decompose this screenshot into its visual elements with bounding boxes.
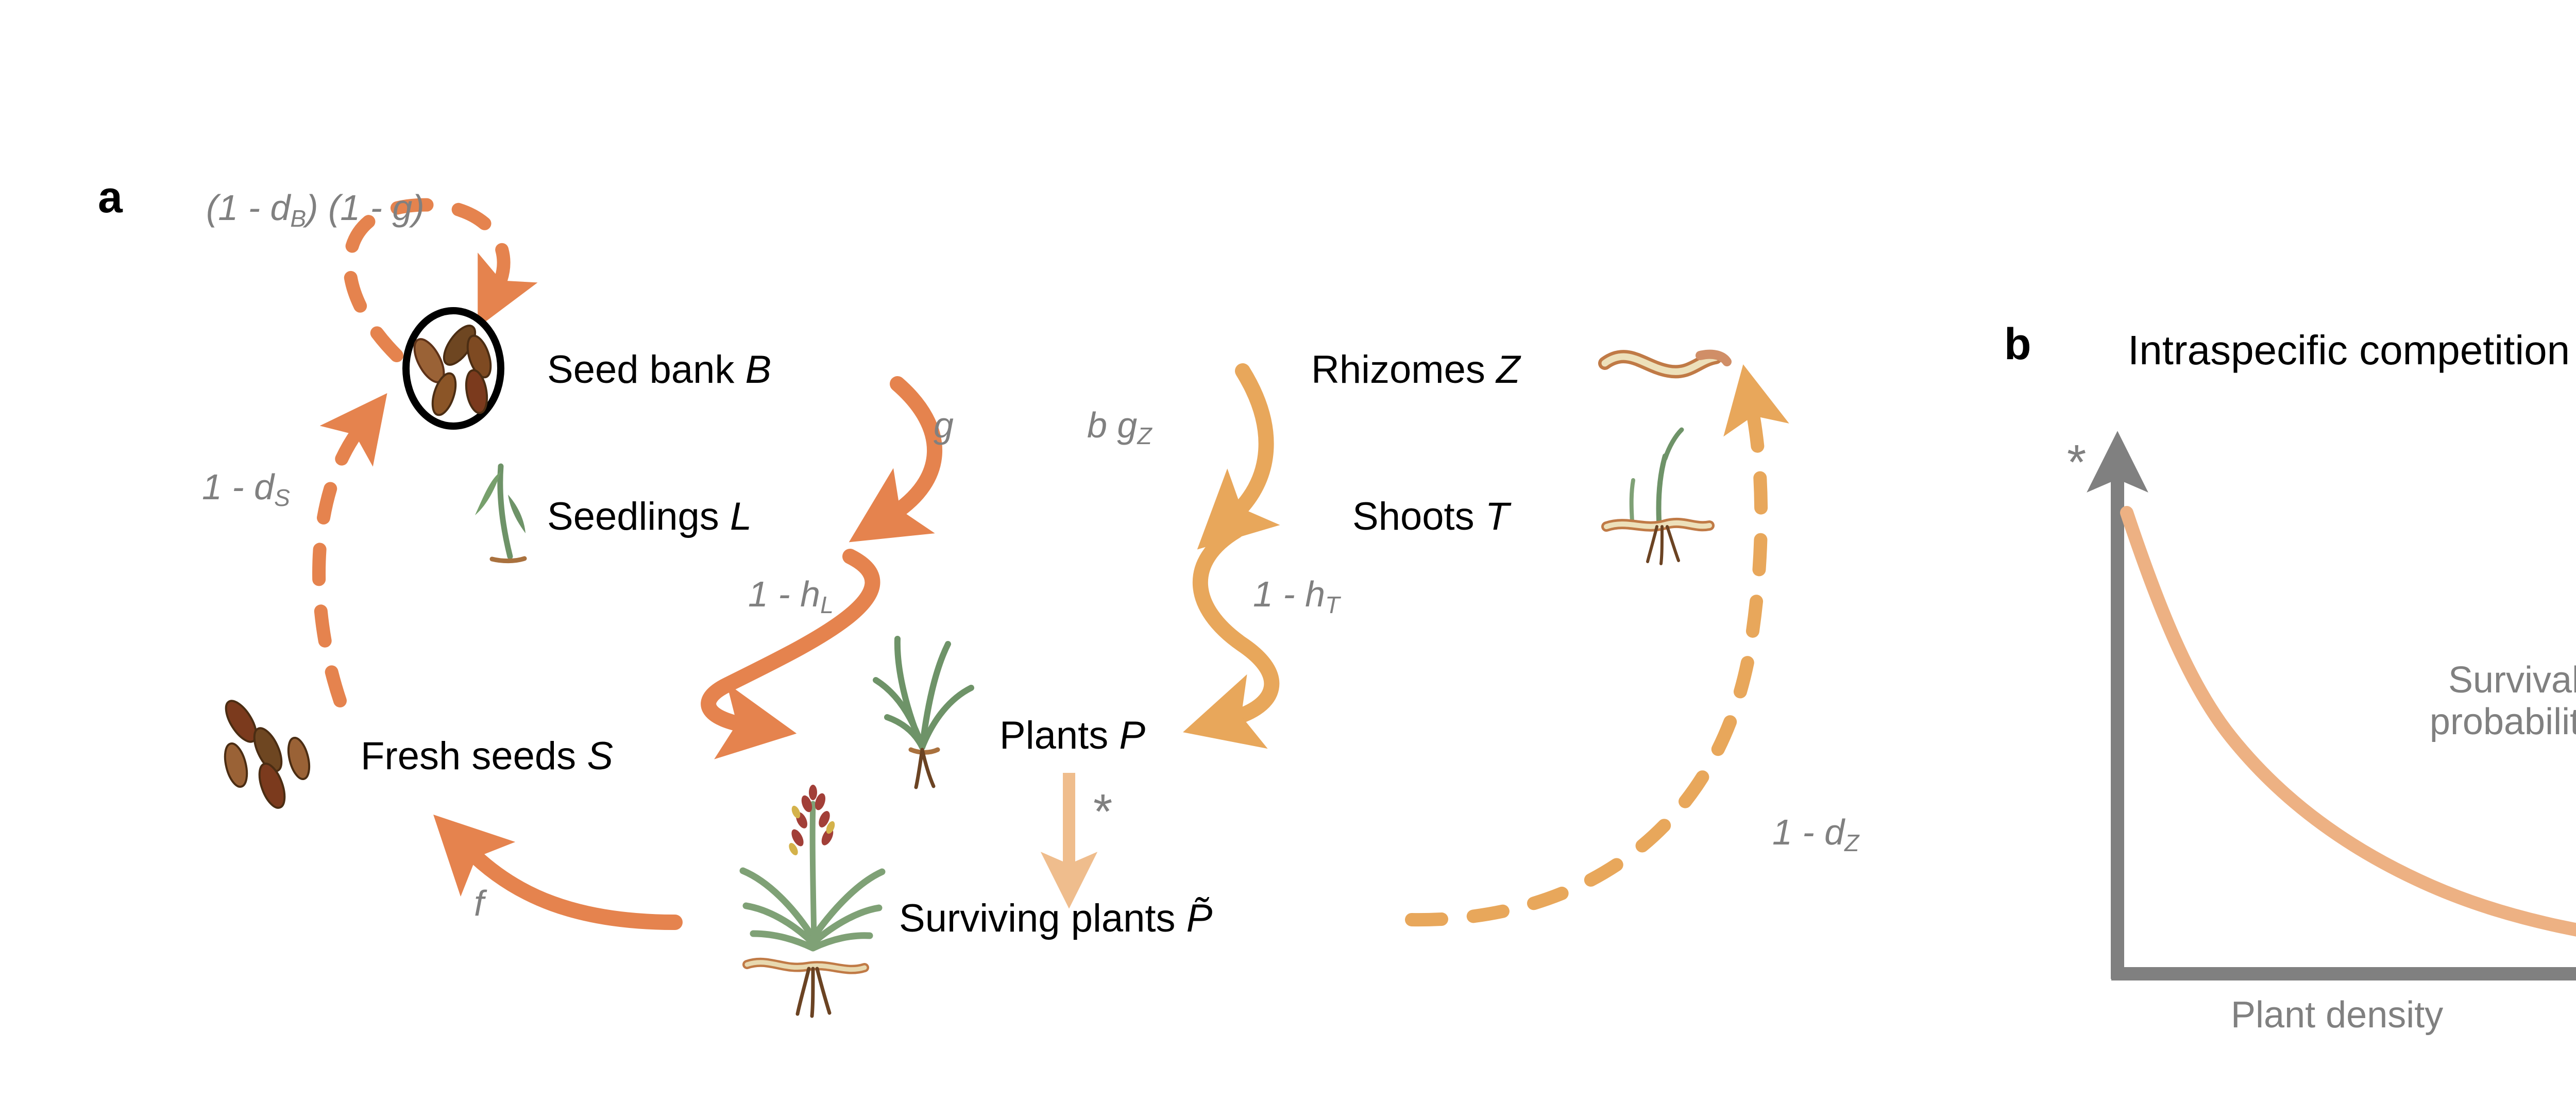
node-label-rhizomes: Rhizomes Z (1311, 348, 1520, 392)
arrow-fresh-seeds-to-seed-bank (312, 393, 387, 707)
param-germination: g (934, 405, 954, 445)
param-rhizome-survival: 1 - dZ (1772, 812, 1859, 856)
fresh-seeds-illustration (224, 700, 311, 809)
arrow-rhizome-budding (1197, 363, 1280, 550)
rhizome-illustration (1598, 349, 1732, 379)
node-label-seed-bank: Seed bank B (547, 348, 772, 392)
node-label-surviving-plants: Surviving plants P̃ (899, 897, 1213, 940)
panel-b-xlabel: Plant density (2231, 994, 2444, 1036)
panel-b-y-star: * (2067, 435, 2087, 490)
node-label-seedlings: Seedlings L (547, 495, 752, 538)
param-seedling-herbicide: 1 - hL (748, 574, 834, 618)
density-dependence-marker: * (1093, 784, 1113, 839)
shoots-illustration (1601, 427, 1715, 565)
node-label-fresh-seeds: Fresh seeds S (361, 734, 614, 778)
node-label-plants: Plants P (999, 714, 1146, 757)
panel-b-title: Intraspecific competition (2128, 327, 2570, 373)
seed-bank-illustration (402, 307, 504, 430)
arrow-germination (849, 376, 943, 543)
arrow-shoot-to-plant (1183, 523, 1280, 749)
param-rhizome-budding: b gZ (1087, 405, 1152, 449)
seedling-illustration (475, 463, 527, 564)
arrow-rhizome-survival (1405, 364, 1789, 927)
panel-b-curve-label: Survival probability (2429, 660, 2576, 742)
surviving-plant-illustration (739, 785, 886, 1018)
param-seed-survival: 1 - dS (202, 467, 290, 511)
arrow-fecundity (433, 815, 683, 930)
param-fecundity: f (474, 883, 484, 923)
panel-letter-b: b (2004, 319, 2031, 369)
param-shoot-herbicide: 1 - hT (1253, 574, 1340, 618)
node-label-shoots: Shoots T (1352, 495, 1510, 538)
param-seedbank-retention: (1 - dB) (1 - g) (206, 188, 425, 232)
plants-illustration (873, 636, 974, 789)
panel-letter-a: a (98, 173, 123, 222)
